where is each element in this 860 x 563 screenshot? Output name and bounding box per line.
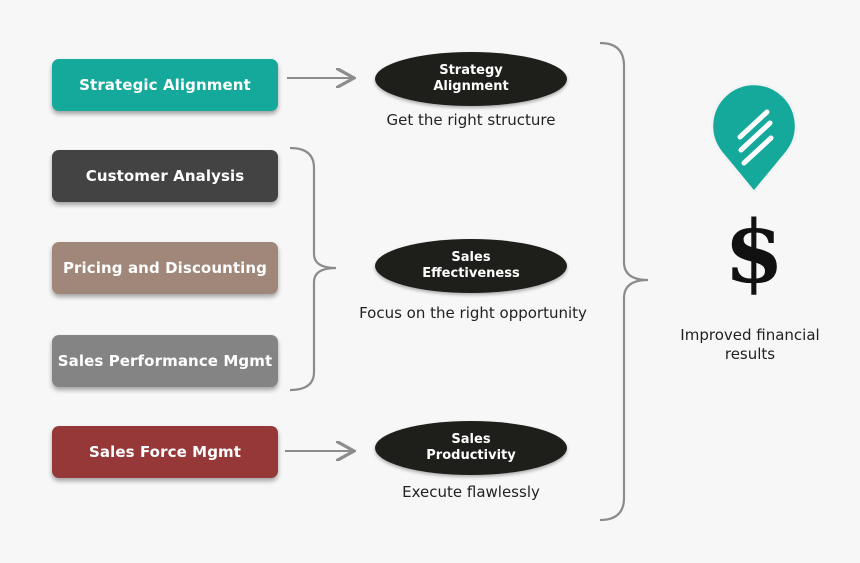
box-customer-analysis: Customer Analysis bbox=[52, 150, 278, 202]
box-pricing-and-discounting: Pricing and Discounting bbox=[52, 242, 278, 294]
box-strategic-alignment: Strategic Alignment bbox=[52, 59, 278, 111]
ellipse-strategy-alignment: Strategy Alignment bbox=[375, 52, 567, 106]
ellipse-sales-effectiveness: Sales Effectiveness bbox=[375, 239, 567, 293]
ellipse-line: Productivity bbox=[426, 448, 516, 463]
box-label: Sales Performance Mgmt bbox=[57, 352, 273, 370]
ellipse-line: Strategy bbox=[439, 63, 503, 78]
ellipse-sales-productivity: Sales Productivity bbox=[375, 421, 567, 475]
caption-sales-productivity: Execute flawlessly bbox=[402, 483, 540, 501]
bracket-middle-group bbox=[289, 146, 337, 392]
caption-sales-effectiveness: Focus on the right opportunity bbox=[359, 304, 587, 322]
ellipse-line: Sales bbox=[451, 250, 491, 265]
caption-strategy-alignment: Get the right structure bbox=[386, 111, 556, 129]
box-label: Sales Force Mgmt bbox=[88, 443, 242, 461]
box-sales-force-mgmt: Sales Force Mgmt bbox=[52, 426, 278, 478]
ellipse-line: Sales bbox=[451, 432, 491, 447]
ellipse-line: Alignment bbox=[433, 79, 509, 94]
box-label: Customer Analysis bbox=[85, 167, 245, 185]
ellipse-line: Effectiveness bbox=[422, 266, 520, 281]
dollar-icon: $ bbox=[724, 202, 784, 303]
box-label: Strategic Alignment bbox=[79, 76, 251, 94]
box-label: Pricing and Discounting bbox=[62, 259, 268, 277]
result-text: Improved financial results bbox=[680, 326, 820, 363]
location-pin-logo-icon bbox=[710, 82, 798, 194]
bracket-all-outcomes bbox=[599, 41, 649, 522]
box-sales-performance-mgmt: Sales Performance Mgmt bbox=[52, 335, 278, 387]
